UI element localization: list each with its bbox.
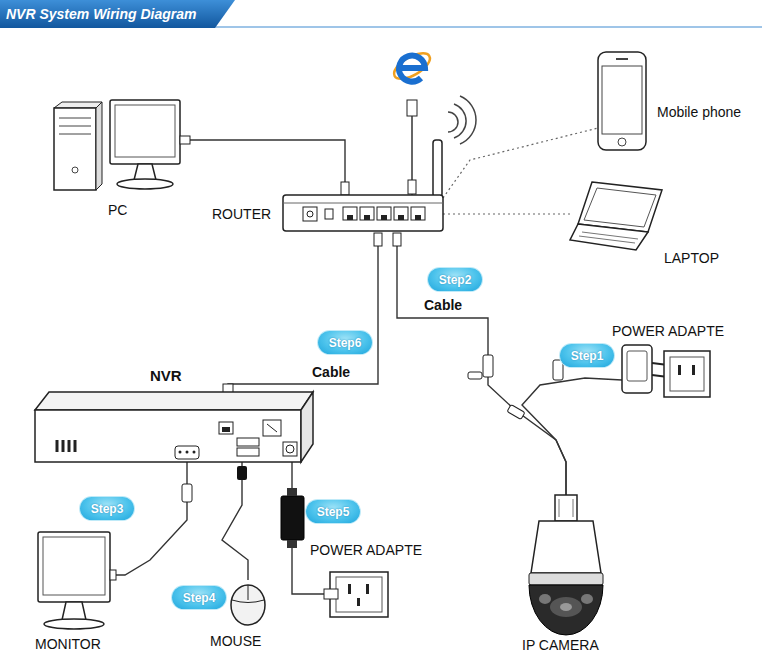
step-badge: Step1 xyxy=(560,344,614,367)
cable-connector xyxy=(190,140,345,195)
step-label: Step1 xyxy=(571,349,604,363)
internet-wire xyxy=(407,100,417,195)
step-badge: Step3 xyxy=(80,497,134,520)
step-label: Step6 xyxy=(329,336,362,350)
title-banner: NVR System Wiring Diagram xyxy=(0,0,235,28)
step-label: Step3 xyxy=(91,502,124,516)
camera-illustration xyxy=(525,495,607,635)
adapterWall-illustration xyxy=(622,345,712,400)
cable-connector xyxy=(228,233,378,392)
monitor-illustration xyxy=(38,532,113,630)
device-label: PC xyxy=(108,202,127,218)
step-badge: Step4 xyxy=(172,586,226,609)
nvr-power-brick xyxy=(281,488,304,548)
title-rule xyxy=(215,26,762,28)
mobile-phone: Mobile phone xyxy=(598,52,646,150)
laptop-computer: LAPTOP xyxy=(570,180,665,252)
device-label: MOUSE xyxy=(210,633,261,649)
pc-illustration xyxy=(50,100,190,192)
step-badge: Step5 xyxy=(306,500,360,523)
ip-camera: IP CAMERA xyxy=(525,495,607,635)
router-device: ROUTER xyxy=(283,195,443,233)
cable-splitter xyxy=(468,355,563,419)
device-label: POWER ADAPTE xyxy=(310,542,422,558)
monitor-screen: MONITOR xyxy=(38,532,113,630)
internet-icon xyxy=(390,48,434,84)
mouse-illustration xyxy=(228,580,268,625)
power-adapter: POWER ADAPTE xyxy=(330,572,388,617)
cable-connector xyxy=(222,462,248,580)
device-label: ROUTER xyxy=(212,206,271,222)
pc-computer: PC xyxy=(50,100,190,192)
phone-illustration xyxy=(598,52,646,150)
step-label: Step5 xyxy=(317,505,350,519)
cable-connector xyxy=(522,378,622,495)
device-label: LAPTOP xyxy=(664,250,719,266)
device-label: IP CAMERA xyxy=(522,637,599,653)
cable-connector xyxy=(292,462,330,594)
step-label: Step4 xyxy=(183,591,216,605)
step-badge: Step2 xyxy=(428,268,482,291)
nvr-recorder: NVR xyxy=(35,392,313,462)
laptop-illustration xyxy=(570,180,665,252)
power-adapter: POWER ADAPTE xyxy=(622,345,712,400)
computer-mouse: MOUSE xyxy=(228,580,268,625)
device-label: Mobile phone xyxy=(657,104,741,120)
wireless-link xyxy=(443,213,570,214)
device-label: POWER ADAPTE xyxy=(612,323,724,339)
device-label: MONITOR xyxy=(35,636,101,652)
router-illustration xyxy=(283,195,443,233)
device-label: NVR xyxy=(150,368,182,384)
outlet-illustration xyxy=(330,572,388,617)
wireless-link xyxy=(443,128,598,198)
diagram-title: NVR System Wiring Diagram xyxy=(6,6,196,22)
step-label: Step2 xyxy=(439,273,472,287)
cable-label: Cable xyxy=(312,364,350,380)
step-badge: Step6 xyxy=(318,331,372,354)
wireless-waves xyxy=(448,96,476,144)
cable-label: Cable xyxy=(424,297,462,313)
nvr-illustration xyxy=(35,392,313,462)
cable-connector xyxy=(397,233,566,495)
